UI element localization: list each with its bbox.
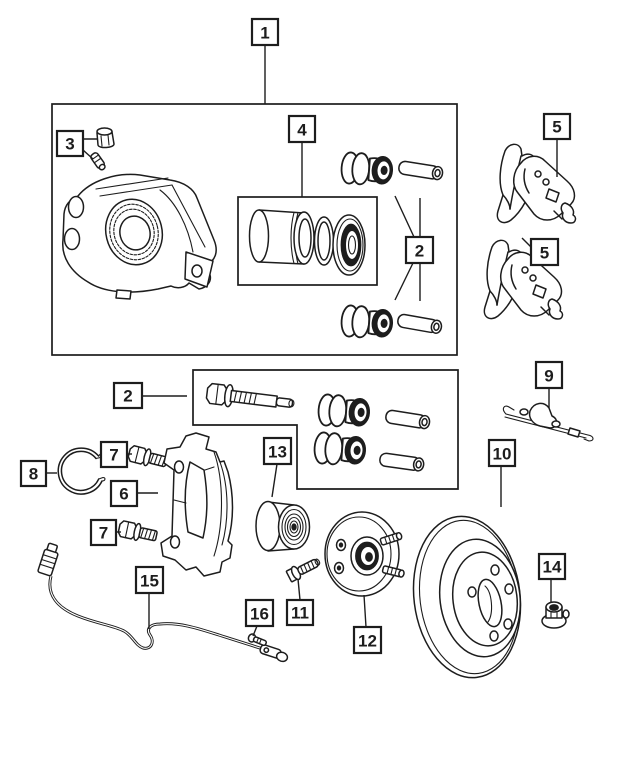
callout-box — [542, 112, 572, 141]
piston-seal-ring — [313, 216, 335, 266]
caliper-bolt-lower — [116, 519, 159, 546]
piston-dust-boot — [332, 214, 366, 276]
caliper-bracket — [160, 432, 234, 577]
callout-12-label: 12 — [358, 632, 377, 651]
callout-box — [55, 129, 85, 158]
callout-16-label: 16 — [250, 605, 269, 624]
pin-sleeve-3 — [384, 408, 432, 431]
callout-2-kit-label: 2 — [123, 387, 132, 406]
callout-15-label: 15 — [140, 572, 159, 591]
callout-5-lower[interactable]: 5 — [521, 237, 560, 267]
callout-5-lower-leader — [521, 237, 532, 248]
brake-caliper — [62, 173, 217, 300]
callout-box — [352, 625, 383, 655]
callout-box — [244, 598, 275, 628]
wheel-bearing — [255, 500, 311, 552]
callout-3[interactable]: 3 — [55, 129, 98, 160]
callout-13-leader — [271, 463, 278, 498]
callout-5-upper[interactable]: 5 — [542, 112, 572, 177]
callout-6-label: 6 — [119, 485, 128, 504]
guide-pin-bushing-4 — [312, 430, 368, 468]
callout-10-label: 10 — [493, 445, 512, 464]
callout-15[interactable]: 15 — [134, 565, 165, 629]
group-box-2 — [192, 369, 459, 490]
callout-9[interactable]: 9 — [534, 360, 564, 408]
guide-pin-bolt — [205, 382, 295, 408]
callout-11[interactable]: 11 — [285, 578, 315, 627]
guide-pin-bushing-1 — [339, 150, 395, 188]
callout-box — [529, 237, 560, 267]
callout-14-label: 14 — [543, 558, 562, 577]
wheel-stud — [285, 558, 321, 583]
callout-12[interactable]: 12 — [352, 594, 383, 655]
callout-8-label: 8 — [29, 465, 38, 484]
callout-box — [134, 565, 165, 595]
callout-box — [285, 598, 315, 627]
callout-1[interactable]: 1 — [250, 17, 280, 104]
callout-13-label: 13 — [268, 443, 287, 462]
callout-8[interactable]: 8 — [19, 459, 57, 488]
callout-7-upper[interactable]: 7 — [99, 440, 132, 469]
callout-13[interactable]: 13 — [262, 436, 293, 498]
callout-box — [537, 552, 567, 581]
callout-3-leader — [82, 138, 98, 160]
callout-box — [287, 114, 317, 144]
callout-4[interactable]: 4 — [287, 114, 317, 197]
abs-sensor-harness — [37, 542, 289, 663]
pad-retainer-clip — [502, 402, 594, 442]
guide-pin-bushing-3 — [316, 392, 372, 430]
group-box-1 — [51, 103, 458, 356]
callout-3-label: 3 — [65, 135, 74, 154]
callout-11-leader — [297, 578, 301, 601]
brake-rotor — [412, 515, 522, 679]
callout-box — [19, 459, 48, 488]
callout-box — [250, 17, 280, 47]
callout-16[interactable]: 16 — [244, 598, 275, 637]
pin-sleeve-4 — [378, 451, 426, 473]
pin-sleeve-1 — [397, 159, 445, 182]
callout-4-label: 4 — [297, 121, 307, 140]
callout-2-kit[interactable]: 2 — [112, 381, 187, 410]
caliper-piston — [248, 209, 315, 265]
callout-box — [534, 360, 564, 390]
callout-box — [112, 381, 144, 410]
callout-box — [89, 518, 118, 547]
hub-assembly — [324, 511, 405, 597]
callout-6[interactable]: 6 — [109, 479, 158, 508]
callout-14[interactable]: 14 — [537, 552, 567, 602]
callout-box — [99, 440, 129, 469]
callout-16-leader — [252, 625, 258, 637]
callout-box — [404, 235, 435, 265]
hub-nut — [541, 601, 570, 629]
guide-pin-bushing-2 — [339, 303, 395, 341]
brake-pad-set-upper — [496, 143, 577, 224]
callout-12-leader — [363, 594, 367, 628]
callout-9-label: 9 — [544, 367, 553, 386]
bleeder-cap — [96, 127, 115, 149]
callout-11-label: 11 — [291, 604, 309, 623]
callout-7-lower[interactable]: 7 — [89, 518, 121, 547]
callout-5-upper-label: 5 — [552, 118, 561, 137]
caliper-bolt-upper — [126, 443, 169, 472]
group-box-4 — [237, 196, 378, 286]
callout-box — [262, 436, 293, 466]
snap-ring — [57, 447, 106, 495]
callout-5-lower-label: 5 — [540, 244, 549, 263]
callout-box — [487, 438, 517, 468]
callout-2-upper-leader — [394, 195, 421, 301]
callout-7-lower-label: 7 — [99, 524, 108, 543]
callout-1-label: 1 — [260, 24, 269, 43]
callout-7-upper-label: 7 — [109, 446, 118, 465]
sensor-bolt — [247, 633, 267, 647]
callout-box — [109, 479, 139, 508]
bleeder-screw — [90, 152, 106, 171]
callout-2-upper-label: 2 — [415, 242, 424, 261]
callout-2-upper[interactable]: 2 — [394, 195, 435, 301]
pin-sleeve-2 — [396, 312, 444, 335]
callout-10[interactable]: 10 — [487, 438, 517, 507]
